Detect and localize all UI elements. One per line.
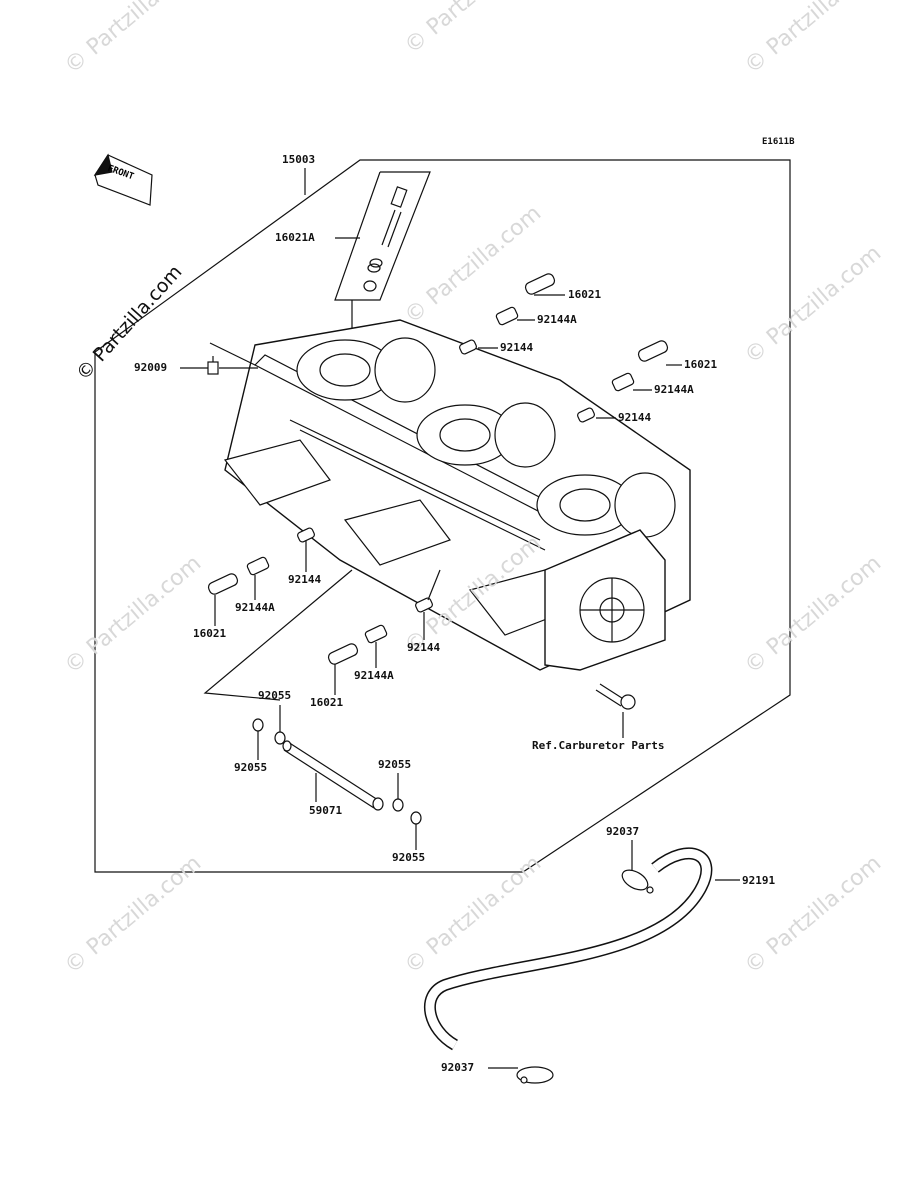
screw-92009-icon <box>207 342 258 375</box>
ref-carburetor-parts[interactable]: Ref.Carburetor Parts <box>532 739 665 752</box>
pilot-screw-box <box>334 171 431 301</box>
callout-92009[interactable]: 92009 <box>134 361 168 374</box>
pilot-screw-icon <box>363 186 408 292</box>
assembly-frame <box>94 159 791 873</box>
callout-92144-top[interactable]: 92144 <box>500 341 534 354</box>
callout-92144-left[interactable]: 92144 <box>288 573 322 586</box>
plug-16021-upper-icon <box>524 273 556 295</box>
callout-92037-upper[interactable]: 92037 <box>606 825 640 838</box>
diagram-code: E1611B <box>762 137 795 147</box>
hose-92191-icon <box>423 847 713 1051</box>
spring-92144a-lower-icon <box>364 624 388 644</box>
callout-92144-lower[interactable]: 92144 <box>407 641 441 654</box>
oring-right-lower-icon <box>410 811 422 825</box>
carburetor-body <box>223 319 691 671</box>
callout-59071[interactable]: 59071 <box>309 804 343 817</box>
callout-16021-mid[interactable]: 16021 <box>684 358 718 371</box>
callout-92191[interactable]: 92191 <box>742 874 776 887</box>
clamp-92037-lower-icon <box>488 1066 554 1084</box>
callout-16021-lower[interactable]: 16021 <box>310 696 344 709</box>
callout-16021-left[interactable]: 16021 <box>193 627 227 640</box>
callout-92055-upper[interactable]: 92055 <box>258 689 292 702</box>
callout-92144a-upper[interactable]: 92144A <box>537 313 577 326</box>
spring-92144a-upper-icon <box>495 306 519 326</box>
clamp-92037-upper-icon <box>621 840 654 894</box>
callout-92055-left[interactable]: 92055 <box>234 761 268 774</box>
mount-bolt-icon <box>595 683 636 710</box>
spring-92144-mid-icon <box>577 407 595 423</box>
pipe-59071-icon <box>282 740 384 811</box>
callout-16021-upper[interactable]: 16021 <box>568 288 602 301</box>
spring-92144a-mid-icon <box>611 372 635 392</box>
callout-92144a-mid[interactable]: 92144A <box>654 383 694 396</box>
oring-left-icon <box>252 718 264 732</box>
callout-92055-right-lower[interactable]: 92055 <box>392 851 426 864</box>
callout-92144a-left[interactable]: 92144A <box>235 601 275 614</box>
callout-15003[interactable]: 15003 <box>282 153 316 166</box>
spring-92144a-left-icon <box>246 556 270 576</box>
callout-92055-right-upper[interactable]: 92055 <box>378 758 412 771</box>
spring-92144-lower-icon <box>415 597 433 613</box>
plug-16021-mid-icon <box>637 340 669 362</box>
plug-16021-lower-icon <box>327 643 359 665</box>
oring-upper-icon <box>274 731 286 745</box>
spring-92144-top-icon <box>459 339 477 355</box>
callout-92144-mid[interactable]: 92144 <box>618 411 652 424</box>
oring-right-upper-icon <box>392 798 404 812</box>
callout-92037-lower[interactable]: 92037 <box>441 1061 475 1074</box>
spring-92144-left-icon <box>297 527 315 543</box>
callout-16021a[interactable]: 16021A <box>275 231 315 244</box>
callout-92144a-lower[interactable]: 92144A <box>354 669 394 682</box>
plug-16021-left-icon <box>207 573 239 595</box>
front-arrow-icon <box>93 153 153 206</box>
